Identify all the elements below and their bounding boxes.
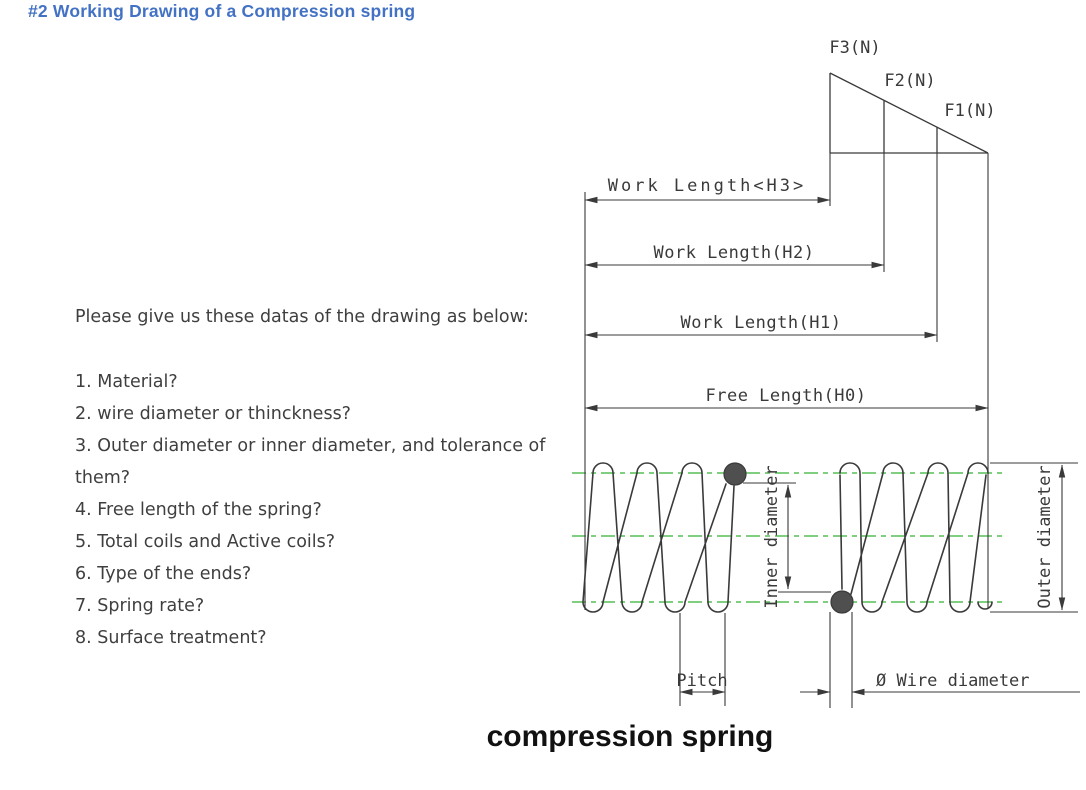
load-diagram-triangle <box>829 72 989 154</box>
dim-label-work-length-h3: Work Length<H3> <box>608 176 807 196</box>
notes-list: 1. Material? 2. wire diameter or thinckn… <box>75 366 595 654</box>
force-label-f2: F2(N) <box>884 71 935 91</box>
force-label-f1: F1(N) <box>944 101 995 121</box>
dim-label-wire-diameter: Ø Wire diameter <box>876 671 1030 691</box>
wire-cross-section-bottom <box>830 590 854 614</box>
dim-label-inner-diameter: Inner diameter <box>762 465 782 608</box>
dim-label-free-length-h0: Free Length(H0) <box>705 386 866 406</box>
dimension-lines <box>584 196 1080 696</box>
spring-right-coils <box>830 462 993 614</box>
dim-label-outer-diameter: Outer diameter <box>1035 465 1055 608</box>
note-line-1: 1. Material? <box>75 372 178 392</box>
note-line-5: 5. Total coils and Active coils? <box>75 532 336 552</box>
page-title: #2 Working Drawing of a Compression spri… <box>28 1 416 21</box>
drawing-caption: compression spring <box>486 720 774 753</box>
extension-lines <box>584 153 1078 708</box>
force-label-f3: F3(N) <box>829 38 880 58</box>
note-line-3: 3. Outer diameter or inner diameter, and… <box>75 436 546 456</box>
dim-label-work-length-h2: Work Length(H2) <box>653 243 814 263</box>
dim-label-work-length-h1: Work Length(H1) <box>680 313 841 333</box>
note-line-7: 7. Spring rate? <box>75 596 205 616</box>
notes-intro: Please give us these datas of the drawin… <box>75 307 529 327</box>
drawing-labels: F3(N) F2(N) F1(N) Work Length<H3> Work L… <box>608 38 1055 691</box>
note-line-6: 6. Type of the ends? <box>75 564 252 584</box>
note-line-4: 4. Free length of the spring? <box>75 500 322 520</box>
dim-label-pitch: Pitch <box>676 671 727 691</box>
note-line-3b: them? <box>75 468 131 488</box>
note-line-2: 2. wire diameter or thinckness? <box>75 404 351 424</box>
note-line-8: 8. Surface treatment? <box>75 628 267 648</box>
spring-left-coils <box>582 462 747 613</box>
wire-cross-section-top <box>723 462 747 486</box>
